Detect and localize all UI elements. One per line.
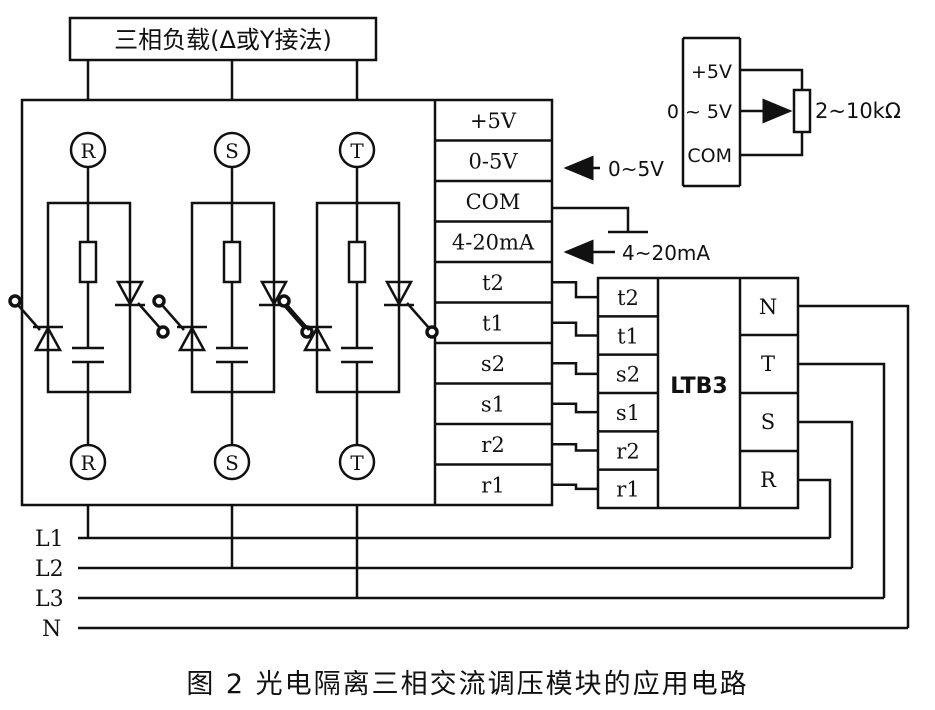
module-terminal-label: +5V <box>470 109 517 133</box>
thyristor-icon <box>384 280 414 307</box>
module-terminal-label: 4-20mA <box>452 231 535 255</box>
pot-value: 2~10kΩ <box>815 99 901 123</box>
pot-label-com: COM <box>687 145 732 167</box>
ltb3-left-terminal-label: r2 <box>616 439 639 463</box>
ltb3-label: LTB3 <box>670 374 727 399</box>
thyristor-icon <box>302 325 332 352</box>
ltb3-left-terminal-label: s1 <box>616 401 640 425</box>
ltb3-left-terminal-label: r1 <box>616 478 639 502</box>
line-label-n: N <box>42 617 61 642</box>
module-terminal-label: t2 <box>482 271 504 295</box>
pot-label-wiper: 0 ~ 5V <box>667 101 732 123</box>
module-terminal-label: s1 <box>481 393 505 417</box>
module-terminal-label: COM <box>466 190 521 214</box>
signal-wire <box>552 443 598 452</box>
line-label-l3: L3 <box>35 587 64 612</box>
phase-label-bottom: T <box>350 451 364 475</box>
line-label-l2: L2 <box>35 557 64 582</box>
phase-label-top: R <box>80 139 96 163</box>
ltb3-right-terminal-label: T <box>761 352 775 376</box>
module-terminal-label: t1 <box>482 312 504 336</box>
thyristor-section: RR <box>8 131 170 481</box>
ltb3-right-terminal-label: R <box>760 468 777 492</box>
ltb3-left-terminal-label: s2 <box>616 363 640 387</box>
signal-wire <box>552 321 598 337</box>
resistor-icon <box>78 240 98 284</box>
resistor-icon <box>222 240 242 284</box>
thyristor-icon <box>33 325 63 352</box>
ltb3-terminals: t2 t1 s2 s1 r2 r1 N T S R <box>598 286 798 502</box>
ltb3-right-terminal-label: S <box>761 410 775 434</box>
signal-wire <box>552 362 598 376</box>
current-arrow-label: 4~20mA <box>622 241 710 265</box>
signal-wires <box>552 281 598 491</box>
thyristor-icon <box>259 280 289 307</box>
signal-wire <box>552 483 598 491</box>
module-terminal-label: r1 <box>481 474 504 498</box>
phase-label-bottom: S <box>225 451 239 475</box>
current-arrow: 4~20mA <box>563 239 710 265</box>
signal-wire <box>552 402 598 414</box>
thyristor-icon <box>177 325 207 352</box>
phase-label-top: S <box>225 139 239 163</box>
module-terminal-strip: +5V 0-5V COM 4-20mA t2 t1 s2 s1 r2 r1 <box>435 109 552 498</box>
module-terminal-label: s2 <box>481 352 505 376</box>
module-terminal-label: r2 <box>481 433 504 457</box>
thyristor-icon <box>115 280 145 307</box>
resistor-icon <box>792 88 812 134</box>
power-lines: L1 L2 L3 N <box>35 304 910 642</box>
load-title-box: 三相负载(Δ或Y接法) <box>68 16 378 100</box>
potentiometer: +5V 0 ~ 5V COM 2~10kΩ <box>667 36 901 188</box>
load-title: 三相负载(Δ或Y接法) <box>114 26 332 54</box>
ltb3-right-terminal-label: N <box>759 295 777 319</box>
voltage-arrow-label: 0~5V <box>608 157 664 181</box>
line-label-l1: L1 <box>35 527 64 552</box>
ltb3-left-terminal-label: t1 <box>617 324 639 348</box>
thyristor-section: SS <box>152 131 314 481</box>
resistor-icon <box>347 240 367 284</box>
pot-label-5v: +5V <box>691 61 732 83</box>
module-terminal-label: 0-5V <box>469 150 519 174</box>
ltb3-left-terminal-label: t2 <box>617 286 639 310</box>
voltage-arrow: 0~5V <box>563 155 664 181</box>
phase-label-top: T <box>350 139 364 163</box>
ground-symbol <box>552 206 648 234</box>
figure-caption: 图 2 光电隔离三相交流调压模块的应用电路 <box>186 669 749 700</box>
phase-label-bottom: R <box>80 451 96 475</box>
thyristor-section: TT <box>277 131 439 481</box>
signal-wire <box>552 281 598 299</box>
